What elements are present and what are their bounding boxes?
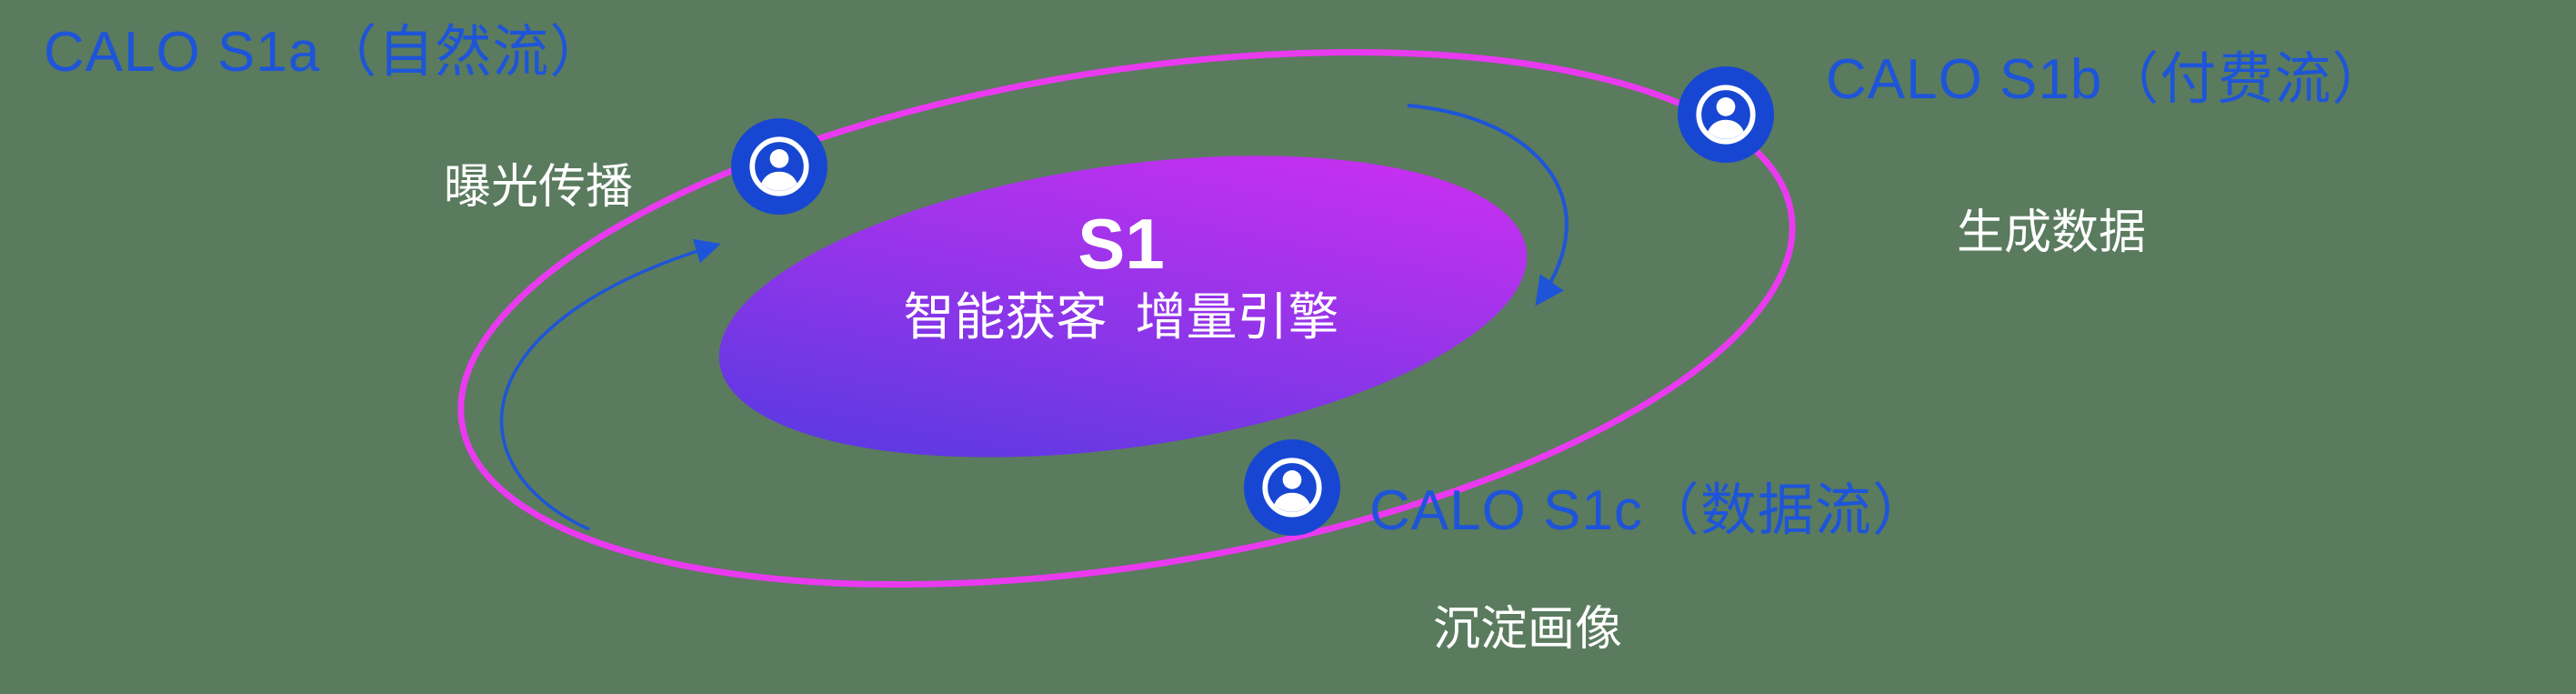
- orbit-ring: [457, 48, 1796, 588]
- center-title: S1: [1078, 204, 1165, 284]
- node-subtitle-s1b: 生成数据: [1957, 206, 2147, 259]
- node-subtitle-s1c: 沉淀画像: [1433, 603, 1623, 656]
- node-title-s1c: CALO S1c（数据流）: [1369, 479, 1929, 542]
- node-subtitle-s1a: 曝光传播: [444, 161, 634, 214]
- node-badge-s1a: [731, 118, 827, 215]
- node-title-s1b: CALO S1b（付费流）: [1826, 48, 2390, 111]
- center-subtitle: 智能获客 增量引擎: [903, 288, 1339, 347]
- center-label-group: S1 智能获客 增量引擎: [803, 206, 1439, 346]
- core-ellipse: [718, 156, 1528, 458]
- node-badge-s1c: [1244, 439, 1340, 536]
- node-title-s1a: CALO S1a（自然流）: [44, 21, 607, 84]
- flow-arrow-left: [499, 238, 721, 531]
- user-icon: [1696, 85, 1756, 145]
- user-icon: [749, 136, 809, 196]
- user-icon: [1262, 458, 1322, 518]
- node-badge-s1b: [1678, 66, 1774, 163]
- flow-arrow-right: [1407, 104, 1569, 307]
